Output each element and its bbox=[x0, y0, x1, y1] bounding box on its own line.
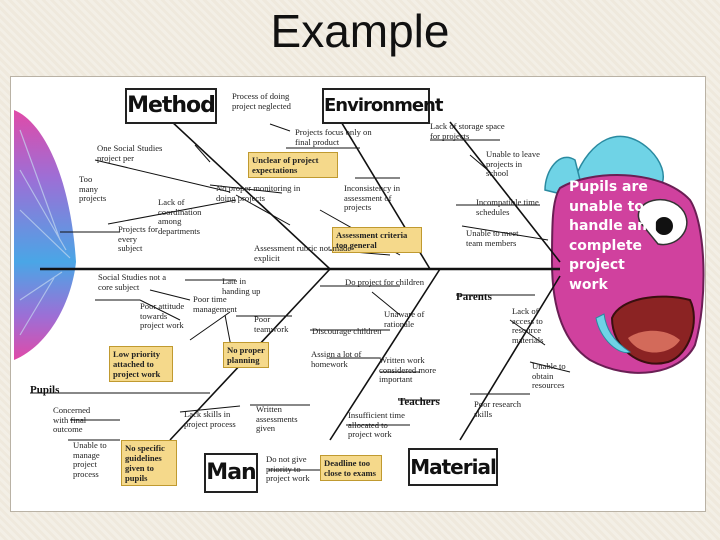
cause-deadline: Deadline too close to exams bbox=[320, 455, 382, 481]
cause-lot-homework: Assign a lot of homework bbox=[311, 349, 362, 369]
cause-no-monitoring: No proper monitoring in doing projects bbox=[216, 183, 301, 203]
cause-lack-skills: Lack skills in project process bbox=[184, 409, 236, 429]
cause-too-many: Too many projects bbox=[79, 174, 107, 204]
category-method: Method bbox=[125, 88, 217, 124]
cause-no-priority: Do not give priority to project work bbox=[266, 454, 310, 484]
cause-do-for-children: Do project for children bbox=[345, 277, 424, 287]
cause-concerned-final: Concerned with final outcome bbox=[53, 405, 91, 435]
category-environment: Environment bbox=[322, 88, 443, 124]
lower-minor-bones bbox=[30, 279, 571, 471]
cause-unaware: Unaware of rationale bbox=[384, 309, 425, 329]
cause-unable-meet: Unable to meet team members bbox=[466, 228, 519, 248]
cause-no-planning: No proper planning bbox=[223, 342, 269, 368]
cause-process-neglected: Process of doing project neglected bbox=[232, 91, 291, 111]
fish-tail-lower bbox=[14, 262, 76, 360]
fish-tail-ridges bbox=[19, 129, 71, 336]
category-pupils: Pupils bbox=[30, 384, 60, 396]
cause-written-work: Written work considered more important bbox=[379, 355, 437, 385]
cause-social-not-core: Social Studies not a core subject bbox=[98, 272, 167, 292]
cause-incompatible: Incompatible time schedules bbox=[476, 197, 539, 217]
cause-rubric: Assessment rubric not made explicit bbox=[254, 243, 352, 263]
cause-one-social: One Social Studies project per bbox=[97, 143, 163, 163]
cause-written-assessments: Written assessments given bbox=[256, 404, 298, 434]
cause-unable-manage: Unable to manage project process bbox=[73, 440, 107, 479]
category-material: Material bbox=[408, 448, 498, 486]
fish-tail-upper bbox=[14, 110, 76, 262]
cause-no-guidelines: No specific guidelines given to pupils bbox=[121, 440, 177, 486]
cause-focus-final: Projects focus only on final product bbox=[295, 127, 372, 147]
category-teachers: Teachers bbox=[398, 396, 440, 408]
cause-every-subject: Projects for every subject bbox=[118, 224, 158, 254]
cause-poor-time: Poor time management bbox=[193, 294, 237, 314]
category-man: Man bbox=[204, 453, 258, 493]
cause-assessment-criteria: Assessment criteria too general bbox=[332, 227, 422, 253]
cause-unclear-expectations: Unclear of project expectations bbox=[248, 152, 338, 178]
cause-low-priority: Low priority attached to project work bbox=[109, 346, 173, 382]
cause-poor-attitude: Poor attitude towards project work bbox=[140, 301, 185, 331]
cause-discourage: Discourage children bbox=[312, 326, 382, 336]
cause-unable-obtain: Unable to obtain resources bbox=[532, 361, 566, 391]
fish-eye-pupil bbox=[655, 217, 673, 235]
cause-insufficient-time: Insufficient time allocated to project w… bbox=[348, 410, 405, 440]
cause-lack-access: Lack of access to resource materials bbox=[512, 306, 544, 345]
slide-title: Example bbox=[270, 5, 450, 57]
fish-tongue bbox=[628, 330, 680, 353]
cause-storage: Lack of storage space for projects bbox=[430, 121, 505, 141]
problem-statement: Pupils are unable to handle and complete… bbox=[569, 179, 658, 293]
fish-cheek-fin bbox=[595, 313, 632, 354]
cause-poor-research: Poor research skills bbox=[474, 399, 522, 419]
category-parents: Parents bbox=[456, 291, 492, 303]
cause-inconsistency: Inconsistency in assessment of projects bbox=[344, 183, 401, 213]
cause-lack-coordination: Lack of coordination among departments bbox=[158, 197, 202, 236]
cause-late-handing: Late in handing up bbox=[222, 276, 261, 296]
cause-leave-projects: Unable to leave projects in school bbox=[486, 149, 540, 179]
cause-poor-teamwork: Poor teamwork bbox=[254, 314, 289, 334]
